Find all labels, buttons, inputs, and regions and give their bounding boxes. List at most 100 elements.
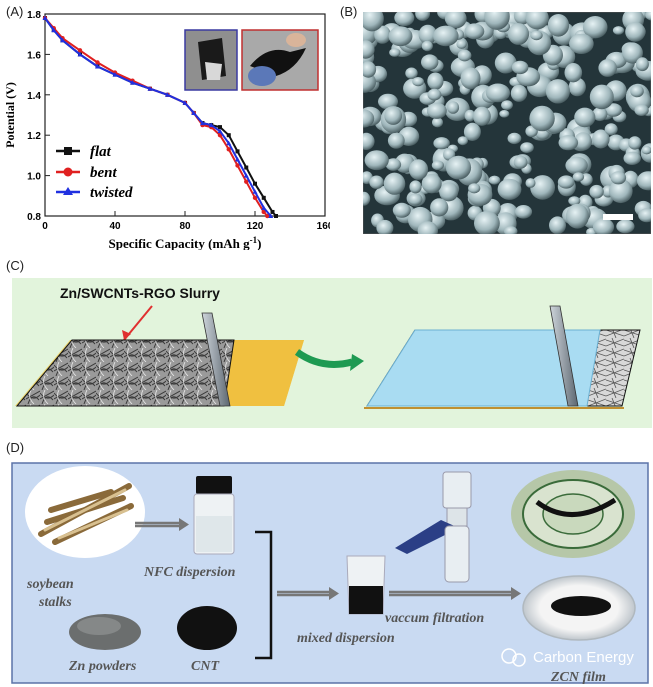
sem-grain xyxy=(499,110,510,118)
sem-grain xyxy=(604,123,618,136)
sem-grain xyxy=(574,132,592,151)
sem-grain xyxy=(529,105,555,132)
sem-grain xyxy=(484,12,510,30)
sem-grain xyxy=(623,151,641,165)
sem-grain xyxy=(427,72,444,90)
sem-grain xyxy=(494,52,517,74)
data-point-flat xyxy=(235,149,240,154)
sem-grain xyxy=(645,12,651,21)
data-point-bent xyxy=(244,179,249,184)
sem-grain xyxy=(549,216,566,234)
data-point-bent xyxy=(95,60,100,65)
data-point-bent xyxy=(235,163,240,168)
data-point-twisted xyxy=(191,110,197,115)
legend-label-flat: flat xyxy=(90,144,112,160)
sem-grain xyxy=(439,182,459,202)
sem-grain xyxy=(363,191,371,206)
data-point-bent xyxy=(252,195,258,201)
sem-grain xyxy=(641,146,651,155)
cnt-label: CNT xyxy=(191,659,220,674)
sem-grain xyxy=(457,136,468,146)
soybean-label-2: stalks xyxy=(38,595,72,610)
slurry-label: Zn/SWCNTs-RGO Slurry xyxy=(60,285,220,301)
sem-grain xyxy=(421,40,433,52)
sem-grain xyxy=(463,122,481,141)
filtration-label: vaccum filtration xyxy=(385,611,484,626)
sem-grain xyxy=(598,59,617,77)
legend-marker-bent xyxy=(63,167,73,177)
data-point-twisted xyxy=(165,92,170,97)
sem-grain xyxy=(589,184,604,199)
x-tick-label: 0 xyxy=(42,221,48,232)
y-tick-label: 1.8 xyxy=(27,10,41,21)
data-point-bent xyxy=(77,48,83,53)
data-point-flat xyxy=(274,214,278,218)
arrow-to-mixed xyxy=(329,587,339,600)
sem-grain xyxy=(574,107,596,128)
sem-grain xyxy=(456,39,467,49)
data-point-flat xyxy=(253,181,257,186)
sem-grain xyxy=(468,183,481,194)
data-point-twisted xyxy=(261,205,267,210)
nfc-vial xyxy=(193,476,235,555)
legend-label-twisted: twisted xyxy=(90,185,133,201)
sem-grain xyxy=(421,54,439,70)
data-point-twisted xyxy=(147,86,153,91)
arrow-to-nfc xyxy=(179,518,189,531)
sem-grain xyxy=(558,135,579,151)
legend-label-bent: bent xyxy=(90,165,118,181)
data-point-twisted xyxy=(51,27,57,33)
left-doctor-blade xyxy=(201,312,231,407)
sem-grain xyxy=(488,175,501,185)
sem-grain xyxy=(432,117,443,128)
data-point-twisted xyxy=(200,120,205,126)
data-point-twisted xyxy=(235,156,240,162)
sem-grain xyxy=(474,211,500,234)
panel-d-letter: (D) xyxy=(6,440,25,455)
mixed-label: mixed dispersion xyxy=(297,631,395,646)
sem-grain xyxy=(520,142,534,154)
sem-grain xyxy=(628,136,642,150)
sem-grain xyxy=(457,49,472,62)
sem-grain xyxy=(389,48,401,57)
sem-grain xyxy=(612,26,625,35)
arrow-to-film xyxy=(511,587,521,600)
data-point-bent xyxy=(261,209,266,215)
sem-grain xyxy=(572,172,585,182)
sem-grain xyxy=(430,198,449,217)
y-tick-label: 0.8 xyxy=(27,212,41,223)
data-point-twisted xyxy=(208,122,214,128)
right-coated-film xyxy=(366,329,601,407)
sem-grain xyxy=(507,23,530,45)
filtration-apparatus xyxy=(395,471,472,583)
sem-grain xyxy=(387,132,405,149)
sem-grain xyxy=(408,193,423,206)
cnt-powder-pile xyxy=(177,606,237,650)
zcn-film-dish xyxy=(522,575,636,641)
data-point-bent xyxy=(265,213,270,219)
inset-photo-flexible-battery xyxy=(184,29,319,91)
sem-grain xyxy=(638,208,651,223)
sem-grain xyxy=(525,12,549,30)
sem-grain xyxy=(604,103,623,117)
y-tick-label: 1.0 xyxy=(27,172,41,183)
sem-grain xyxy=(592,218,615,234)
sem-grain xyxy=(412,77,424,87)
sem-grain xyxy=(363,12,384,32)
data-point-flat xyxy=(218,125,222,130)
data-point-twisted xyxy=(112,72,118,77)
sem-grain xyxy=(501,100,513,110)
data-point-twisted xyxy=(130,80,135,85)
mixed-beaker xyxy=(346,555,386,615)
sem-grain xyxy=(514,205,533,219)
legend: flat bent twisted xyxy=(56,144,133,201)
sem-grain xyxy=(385,158,402,171)
combine-bracket xyxy=(255,530,273,660)
y-tick-label: 1.4 xyxy=(27,91,41,102)
sem-grain xyxy=(592,129,610,149)
sem-grain xyxy=(369,175,384,189)
sem-grain xyxy=(447,101,460,114)
data-point-bent xyxy=(226,147,231,152)
zcn-label: ZCN film xyxy=(550,670,606,685)
sem-grain xyxy=(525,178,536,188)
